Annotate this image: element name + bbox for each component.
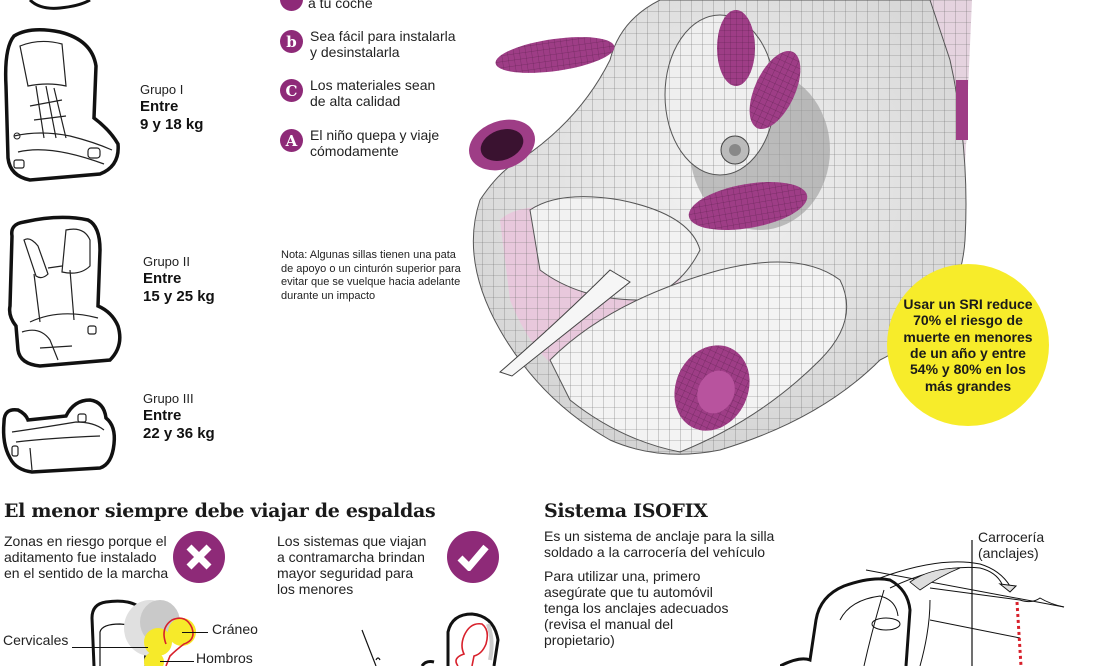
checklist-item-c: C Los materiales sean de alta calidad <box>280 77 470 109</box>
checklist-item-b-line1: Sea fácil para instalarla <box>310 28 456 44</box>
group-2-range-line1: Entre <box>143 270 182 287</box>
isofix-instruction-line4: (revisa el manual del <box>544 616 674 632</box>
right-line4: los menores <box>277 581 354 597</box>
infant-seat-illustration <box>28 0 91 10</box>
isofix-title: Sistema ISOFIX <box>544 500 708 522</box>
stat-text: Usar un SRI reduce 70% el riesgo de muer… <box>903 296 1033 394</box>
craneo-label: Cráneo <box>212 621 258 637</box>
checklist-item-a-line2: cómodamente <box>310 143 399 159</box>
rear-facing-safe-illustration <box>361 612 500 666</box>
group-2-seat-illustration <box>7 215 122 368</box>
group-1-seat-illustration <box>3 28 120 182</box>
carroceria-label: Carrocería (anclajes) <box>978 529 1044 561</box>
carroceria-line1: Carrocería <box>978 529 1045 545</box>
cervicales-callout-line <box>72 647 148 648</box>
group-3-booster-illustration <box>1 398 117 474</box>
group-2-info: Grupo II Entre 15 y 25 kg <box>143 254 215 306</box>
wrong-direction-text: Zonas en riesgo porque el aditamento fue… <box>4 533 179 581</box>
group-3-info: Grupo III Entre 22 y 36 kg <box>143 391 215 443</box>
group-1-range-line2: 9 y 18 kg <box>140 116 204 133</box>
rear-facing-title: El menor siempre debe viajar de espaldas <box>4 500 436 522</box>
hombros-label: Hombros <box>196 650 253 666</box>
checklist-item-a: A El niño quepa y viaje cómodamente <box>280 127 470 159</box>
note-text: Nota: Algunas sillas tienen una pata de … <box>281 249 461 302</box>
group-3-range-line2: 22 y 36 kg <box>143 425 215 442</box>
group-3-range-line1: Entre <box>143 407 182 424</box>
group-2-label: Grupo II <box>143 254 190 269</box>
checklist-item-c-line2: de alta calidad <box>310 93 401 109</box>
hombros-callout-line <box>160 661 194 662</box>
checklist-item-c-line1: Los materiales sean <box>310 77 436 93</box>
wrong-line1: Zonas en riesgo porque el <box>4 533 167 549</box>
stat-bubble: Usar un SRI reduce 70% el riesgo de muer… <box>887 264 1049 426</box>
checklist-partial-text: a tu coche <box>308 0 373 11</box>
group-3-label: Grupo III <box>143 391 194 406</box>
group-2-range-line2: 15 y 25 kg <box>143 288 215 305</box>
checklist-badge-a: A <box>280 129 303 152</box>
x-icon <box>173 531 225 583</box>
cervicales-label: Cervicales <box>3 632 69 648</box>
wrong-line3: en el sentido de la marcha <box>4 565 169 581</box>
checklist-badge-a-partial <box>280 0 303 11</box>
checklist-item-b: b Sea fácil para instalarla y desinstala… <box>280 28 470 60</box>
carroceria-line2: (anclajes) <box>978 545 1039 561</box>
checklist-badge-b: b <box>280 30 303 53</box>
right-line3: mayor seguridad para <box>277 565 414 581</box>
group-1-info: Grupo I Entre 9 y 18 kg <box>140 82 203 134</box>
checklist-item-b-line2: y desinstalarla <box>310 44 400 60</box>
isofix-instruction-line5: propietario) <box>544 632 615 648</box>
isofix-intro-line1: Es un sistema de anclaje para la silla <box>544 528 775 544</box>
isofix-instructions: Para utilizar una, primero asegúrate que… <box>544 568 744 648</box>
group-1-label: Grupo I <box>140 82 184 97</box>
right-line2: a contramarcha brindan <box>277 549 425 565</box>
child-seat-3d-illustration <box>469 0 972 455</box>
isofix-diagram <box>780 540 1065 666</box>
isofix-instruction-line3: tenga los anclajes adecuados <box>544 600 729 616</box>
right-direction-text: Los sistemas que viajan a contramarcha b… <box>277 533 447 597</box>
checklist-partial-item: a tu coche <box>280 0 468 11</box>
isofix-instruction-line2: asegúrate que tu automóvil <box>544 584 713 600</box>
isofix-intro: Es un sistema de anclaje para la silla s… <box>544 528 784 560</box>
checklist-item-a-line1: El niño quepa y viaje <box>310 127 440 143</box>
isofix-instruction-line1: Para utilizar una, primero <box>544 568 701 584</box>
right-line1: Los sistemas que viajan <box>277 533 427 549</box>
isofix-intro-line2: soldado a la carrocería del vehículo <box>544 544 766 560</box>
craneo-callout-line <box>182 632 208 633</box>
forward-facing-risk-illustration <box>90 599 196 666</box>
wrong-line2: aditamento fue instalado <box>4 549 157 565</box>
checklist-badge-c: C <box>280 79 303 102</box>
group-1-range-line1: Entre <box>140 98 179 115</box>
check-icon <box>447 531 499 583</box>
